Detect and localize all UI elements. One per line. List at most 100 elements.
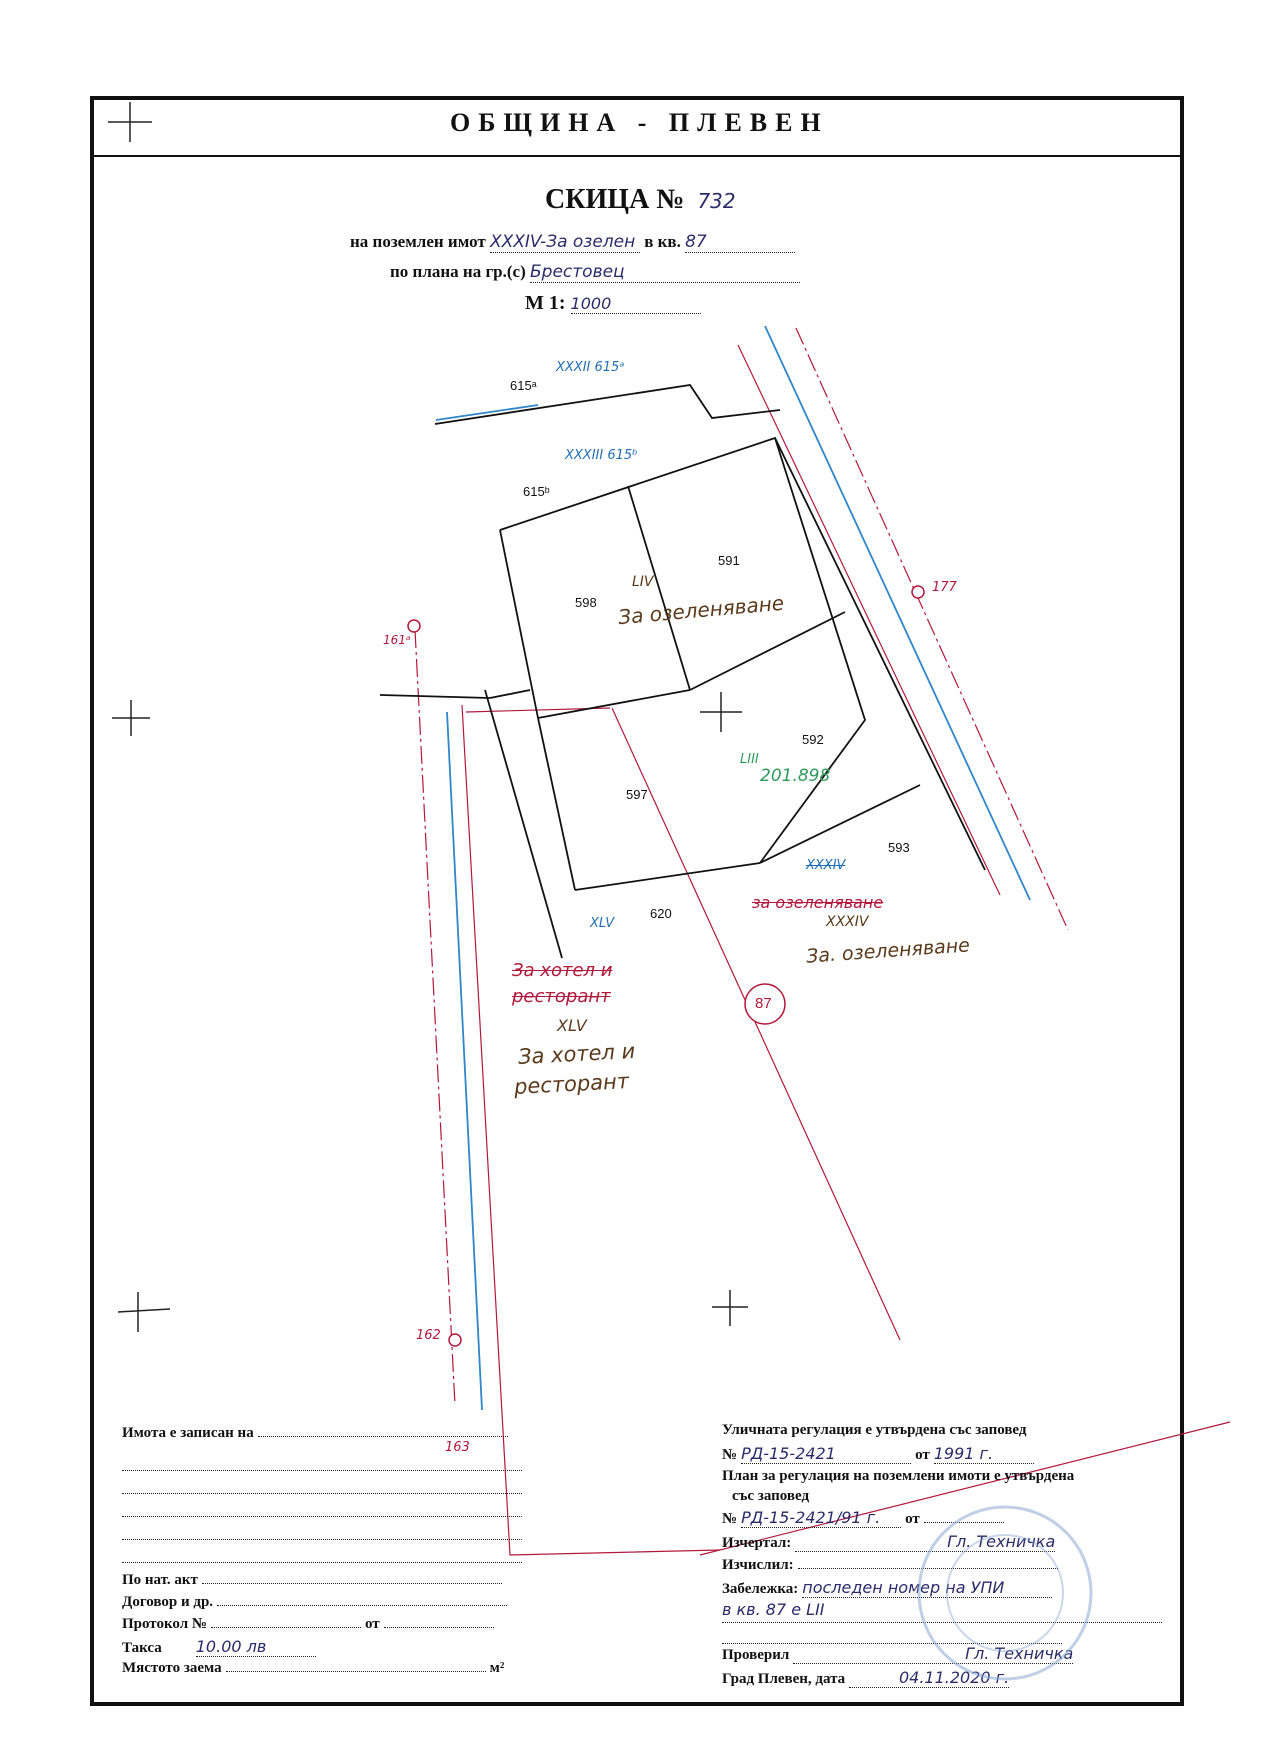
notary-label: По нат. акт [122,1572,198,1588]
protocol-row: Протокол № от [122,1615,532,1637]
footer-right: Уличната регулация е утвърдена със запов… [722,1422,1162,1690]
checked-value: Гл. Техничка [793,1644,1074,1664]
upi-xxxiv-blue: XXXIV [806,858,846,873]
parcel-592: 592 [802,732,824,747]
street-reg-label: Уличната регулация е утвърдена със запов… [722,1422,1027,1438]
scale-value: 1000 [570,294,701,314]
upi-xxxiv-label: XXXIV [826,914,869,930]
purpose-xlv-old-1: За хотел и [512,960,613,981]
sketch-title: СКИЦА № 732 [545,184,736,216]
street-lines-blue [435,325,1031,1411]
point-161a-label: 161ᵃ [383,633,411,647]
drafted-label: Изчертал: [722,1535,792,1551]
owner-line-4 [122,1494,522,1517]
survey-points [407,585,925,1347]
footer-left: Имота е записан на По нат. акт Договор и… [122,1424,532,1681]
property-prefix: на поземлен имот [350,232,486,251]
owner-label: Имота е записан на [122,1425,254,1441]
property-line: на поземлен имот XXXIV-За озелен в кв. 8… [350,232,796,253]
contract-label: Договор и др. [122,1594,214,1610]
point-161a-marker [407,619,421,633]
fee-value: 10.00 лв [195,1637,316,1657]
upi-liii-label: LIII [740,752,759,767]
point-163-label: 163 [445,1440,470,1455]
parcel-597: 597 [626,787,648,802]
owner-line-2 [122,1448,522,1471]
street-no-label: № [722,1447,738,1463]
quarter-value: 87 [685,232,796,253]
sketch-label: СКИЦА № [545,184,685,215]
purpose-xlv-old-2: ресторант [512,986,611,1007]
city-label: Град Плевен, дата [722,1671,846,1687]
upi-xlv-blue: XLV [590,916,615,931]
protocol-number-dots [210,1627,361,1628]
upi-xxxii-label: XXXII 615ᵃ [556,360,625,375]
note-row: Забележка: последен номер на УПИ [722,1578,1162,1600]
parcel-615a: 615ᵃ [510,378,537,393]
registration-crosses [108,102,748,1332]
street-order-row: № РД-15-2421 от 1991 г. [722,1444,1162,1468]
date-value: 04.11.2020 г. [849,1668,1010,1688]
city-date-row: Град Плевен, дата 04.11.2020 г. [722,1668,1162,1690]
note-value-1: последен номер на УПИ [802,1578,1053,1598]
street-axes-red [414,327,1231,1556]
purpose-xxxiv-old: за озеленяване [752,893,884,912]
street-no-value: РД-15-2421 [741,1444,912,1464]
parcel-boundaries [379,384,986,959]
plan-prefix: по плана на гр.(с) [390,262,526,281]
computed-label: Изчислил: [722,1557,794,1573]
area-unit: м² [489,1660,505,1676]
street-from-label: от [915,1447,930,1463]
upi-xlv-label: XLV [557,1016,587,1035]
quarter-87-circle [744,983,786,1025]
parcel-591: 591 [718,553,740,568]
parcel-593: 593 [888,840,910,855]
fee-label: Такса [122,1640,162,1656]
area-dots [225,1671,486,1672]
street-from-value: 1991 г. [933,1444,1034,1464]
fee-row: Такса 10.00 лв [122,1637,532,1659]
protocol-label: Протокол № [122,1616,207,1632]
quarter-87-label: 87 [755,995,772,1012]
point-177-label: 177 [932,580,957,595]
note-label: Забележка: [722,1581,799,1597]
note-value-2: в кв. 87 е LII [722,1600,1162,1623]
upi-xxxiii-label: XXXIII 615ᵇ [565,448,638,463]
owner-row: Имота е записан на [122,1424,532,1448]
owner-line-3 [122,1471,522,1494]
parcel-620: 620 [650,906,672,921]
point-177-marker [911,585,925,599]
plan-value: Брестовец [530,262,801,283]
owner-line-6 [122,1540,522,1563]
upi-liii-number: 201.898 [760,766,831,786]
upi-liv-label: LIV [632,574,654,590]
contract-row: Договор и др. [122,1593,532,1615]
property-value: XXXIV-За озелен [489,232,640,253]
notary-row: По нат. акт [122,1571,532,1593]
official-stamp [917,1505,1093,1681]
contract-dots [217,1605,508,1606]
point-162-marker [448,1333,462,1347]
checked-row: Проверил Гл. Техничка [722,1644,1162,1668]
drafted-row: Изчертал: Гл. Техничка [722,1532,1162,1556]
protocol-date-dots [383,1627,494,1628]
plan-reg-label-2: със заповед [732,1488,810,1504]
drafted-value: Гл. Техничка [795,1532,1056,1552]
sketch-number: 732 [697,189,736,213]
parcel-598: 598 [575,595,597,610]
scale-line: М 1: 1000 [525,292,701,315]
area-row: Мястото заема м² [122,1659,532,1681]
notary-dots [201,1583,502,1584]
area-label: Мястото заема [122,1660,222,1676]
computed-row: Изчислил: [722,1556,1162,1578]
parcel-615b: 615ᵇ [523,484,550,499]
plan-from-dots [923,1522,1004,1523]
plan-no-label: № [722,1511,738,1527]
note-line-3 [722,1623,1062,1644]
plan-from-label: от [905,1511,920,1527]
plan-order-row: № РД-15-2421/91 г. от [722,1508,1162,1532]
checked-label: Проверил [722,1647,790,1663]
computed-dots [797,1568,1058,1569]
